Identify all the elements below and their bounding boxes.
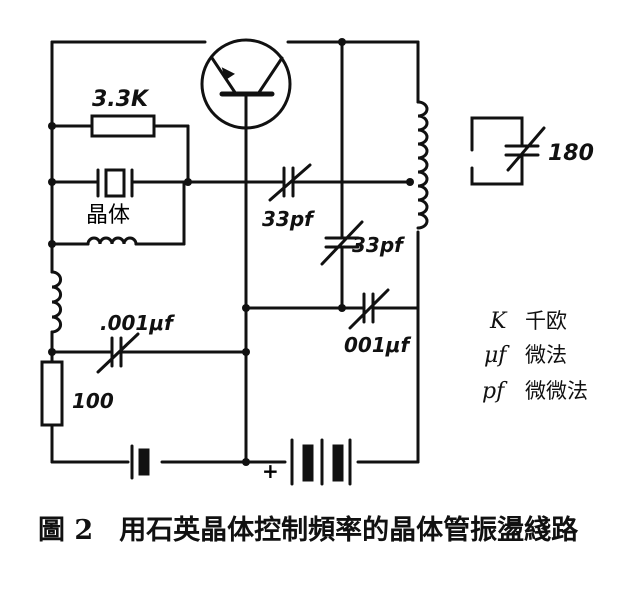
inductor-crystal (86, 236, 138, 246)
label-cap-trimmer: 33pf (352, 233, 405, 257)
legend: K 千欧 μf 微法 pf 微微法 (482, 309, 588, 404)
crystal-body (104, 168, 126, 198)
junctions (48, 38, 414, 466)
cap-001b-arrow (348, 288, 390, 330)
legend-symbol-uf: μf (484, 343, 510, 368)
label-battery-plus: + (262, 459, 279, 483)
cap-trimmer-arrow (320, 220, 364, 266)
label-cap-001: .001μf (100, 311, 175, 335)
figure-number: 圖 2 (38, 515, 94, 546)
cap-001-arrow (96, 332, 140, 374)
legend-meaning-uf: 微法 (525, 343, 567, 367)
cap-180-arrow (506, 126, 546, 172)
inductor-left (50, 270, 63, 334)
label-cap-001b: 001μf (344, 333, 411, 357)
label-resistor-3.3k: 3.3K (92, 87, 150, 112)
wire-output-top (470, 116, 524, 152)
transistor-collector (256, 56, 284, 96)
figure-caption: 圖 2 用石英晶体控制頻率的晶体管振盪綫路 (38, 512, 613, 550)
battery-left-short (138, 448, 150, 476)
legend-meaning-pf: 微微法 (525, 379, 588, 403)
inductor-tank (416, 100, 429, 230)
circuit-diagram: 3.3K 晶体 .001μf 100 33pf 33pf 001μf 180 +… (40, 38, 594, 486)
legend-meaning-k: 千欧 (525, 309, 567, 333)
label-crystal: 晶体 (86, 203, 130, 228)
resistor-3.3k (90, 114, 156, 138)
legend-symbol-k: K (489, 309, 508, 334)
label-cap-180: 180 (548, 141, 594, 166)
caption-text: 用石英晶体控制頻率的晶体管振盪綫路 (119, 515, 579, 546)
legend-symbol-pf: pf (482, 379, 508, 404)
transistor-arrow (221, 67, 235, 81)
label-resistor-100: 100 (72, 389, 114, 413)
cap-33pf-arrow (268, 163, 312, 202)
resistor-100 (40, 360, 64, 427)
label-cap-33pf: 33pf (262, 207, 315, 231)
